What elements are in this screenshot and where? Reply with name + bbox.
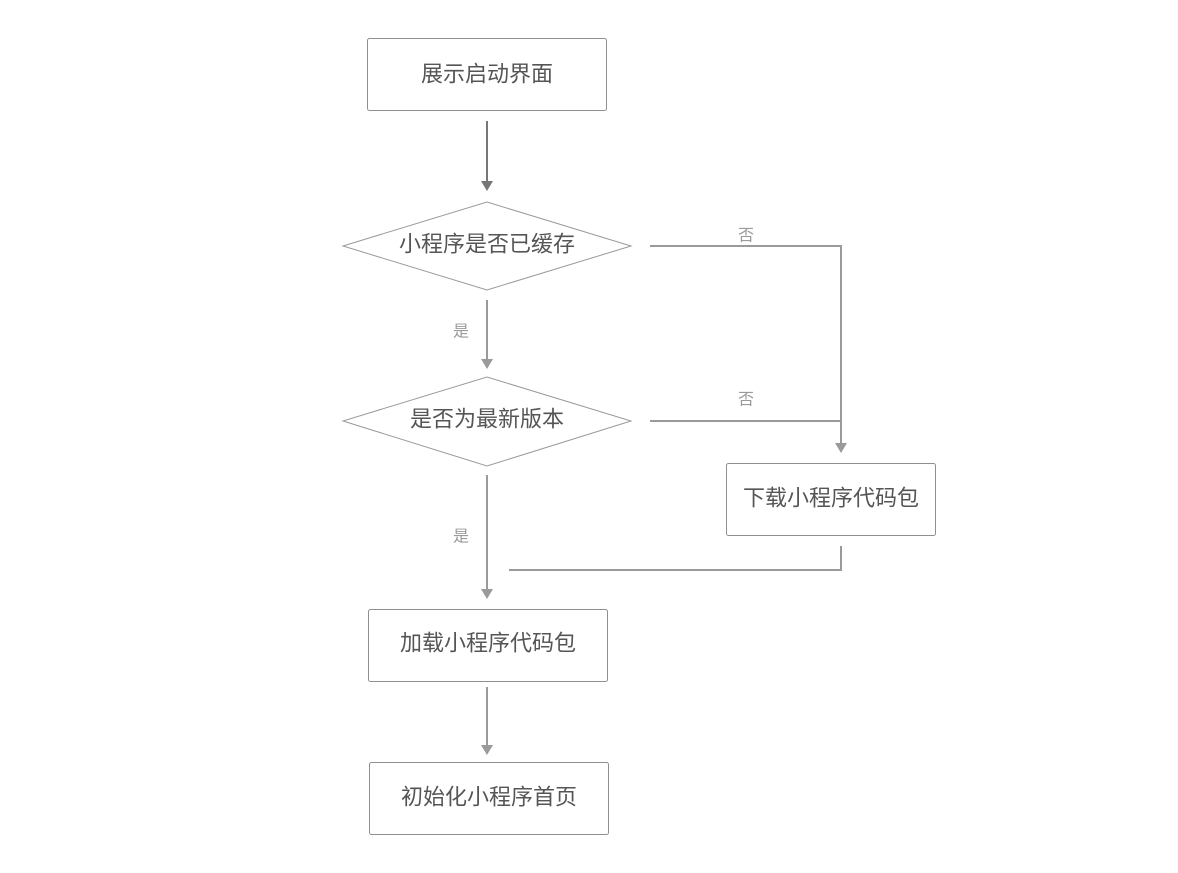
edge-load-to-init-arrowhead [481,745,493,755]
edge-cached-no-line [650,245,842,444]
node-download-package-label: 下载小程序代码包 [743,487,919,512]
edge-load-to-init [481,687,493,755]
edge-latest-yes-arrowhead [481,589,493,599]
edge-download-to-load-line [509,546,842,571]
node-init-homepage-box [369,762,609,835]
edge-latest-yes: 是 [453,475,493,599]
node-load-package-label: 加载小程序代码包 [400,632,576,657]
edge-latest-yes-label: 是 [453,527,469,546]
node-load-package: 加载小程序代码包 [368,609,608,682]
edge-latest-no-label: 否 [738,390,754,409]
edge-cached-yes: 是 [453,300,493,369]
node-is-cached-label: 小程序是否已缓存 [399,233,575,258]
edge-splash-to-cached [481,121,493,191]
node-show-splash-box [367,38,607,111]
node-is-latest-diamond [341,376,633,467]
edge-cached-no-label: 否 [738,226,754,245]
node-init-homepage: 初始化小程序首页 [369,762,609,835]
edge-cached-no-arrowhead [835,443,847,453]
node-load-package-box [368,609,608,682]
node-is-latest: 是否为最新版本 [341,376,633,467]
edge-splash-to-cached-arrowhead [481,181,493,191]
node-show-splash-label: 展示启动界面 [421,63,553,88]
edge-cached-no: 否 [650,226,847,453]
node-is-latest-label: 是否为最新版本 [410,408,564,433]
node-download-package: 下载小程序代码包 [726,463,936,536]
edge-cached-yes-label: 是 [453,322,469,341]
edge-download-to-load [509,546,842,571]
node-is-cached-diamond [341,201,633,291]
edge-cached-yes-arrowhead [481,359,493,369]
edge-latest-no: 否 [650,390,841,422]
node-show-splash: 展示启动界面 [367,38,607,111]
node-download-package-box [726,463,936,536]
node-is-cached: 小程序是否已缓存 [341,201,633,291]
node-init-homepage-label: 初始化小程序首页 [401,786,577,811]
